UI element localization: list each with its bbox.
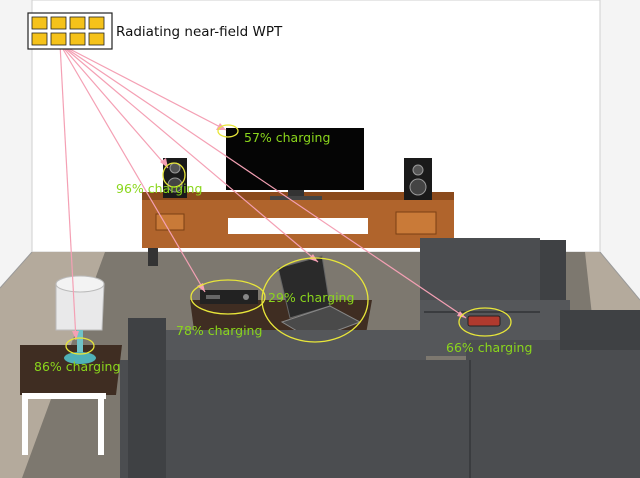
transmitter-cell xyxy=(50,32,67,46)
transmitter-cell xyxy=(31,32,48,46)
transmitter-cell xyxy=(50,16,67,30)
television xyxy=(226,128,364,200)
speaker-highlight-ring xyxy=(162,162,186,188)
beam-to-lamp xyxy=(59,43,77,341)
beam-to-laptop xyxy=(59,43,319,263)
transmitter-cell xyxy=(88,32,105,46)
transmitter-cell xyxy=(69,16,86,30)
left-wall xyxy=(0,0,32,288)
laptop-charging-label: 29% charging xyxy=(268,290,354,305)
phone-highlight-ring xyxy=(458,307,512,337)
beam-arrowhead xyxy=(72,331,79,340)
beam-to-receiver xyxy=(59,43,206,293)
wpt-beams xyxy=(59,43,467,341)
side-table xyxy=(20,345,122,455)
phone-charging-label: 66% charging xyxy=(446,340,532,355)
beam-arrowhead xyxy=(197,283,205,292)
beam-arrowhead xyxy=(160,158,168,168)
laptop-highlight-ring xyxy=(261,257,369,343)
wall-edge xyxy=(599,251,640,301)
right-wall xyxy=(600,0,640,300)
speaker-right xyxy=(404,158,432,200)
tv-charging-label: 57% charging xyxy=(244,130,330,145)
receiver-charging-label: 78% charging xyxy=(176,323,262,338)
transmitter-cell xyxy=(88,16,105,30)
receiver-highlights xyxy=(65,124,512,355)
receiver-highlight-ring xyxy=(190,279,266,315)
lamp-highlight-ring xyxy=(65,337,95,355)
tv-highlight-ring xyxy=(217,124,239,138)
lamp-charging-label: 86% charging xyxy=(34,359,120,374)
beam-arrowhead xyxy=(457,311,466,318)
beam-to-tv xyxy=(59,43,227,131)
sofa xyxy=(120,238,640,478)
figure-title: Radiating near-field WPT xyxy=(116,24,283,40)
beam-to-speaker xyxy=(59,43,169,169)
wpt-transmitter xyxy=(27,12,113,50)
av-receiver xyxy=(200,290,258,304)
speaker-charging-label: 96% charging xyxy=(116,181,202,196)
lamp xyxy=(55,275,105,364)
transmitter-cell xyxy=(69,32,86,46)
transmitter-cell xyxy=(31,16,48,30)
beam-to-phone xyxy=(59,43,467,319)
wall-edge xyxy=(0,251,33,289)
phone xyxy=(467,315,501,327)
